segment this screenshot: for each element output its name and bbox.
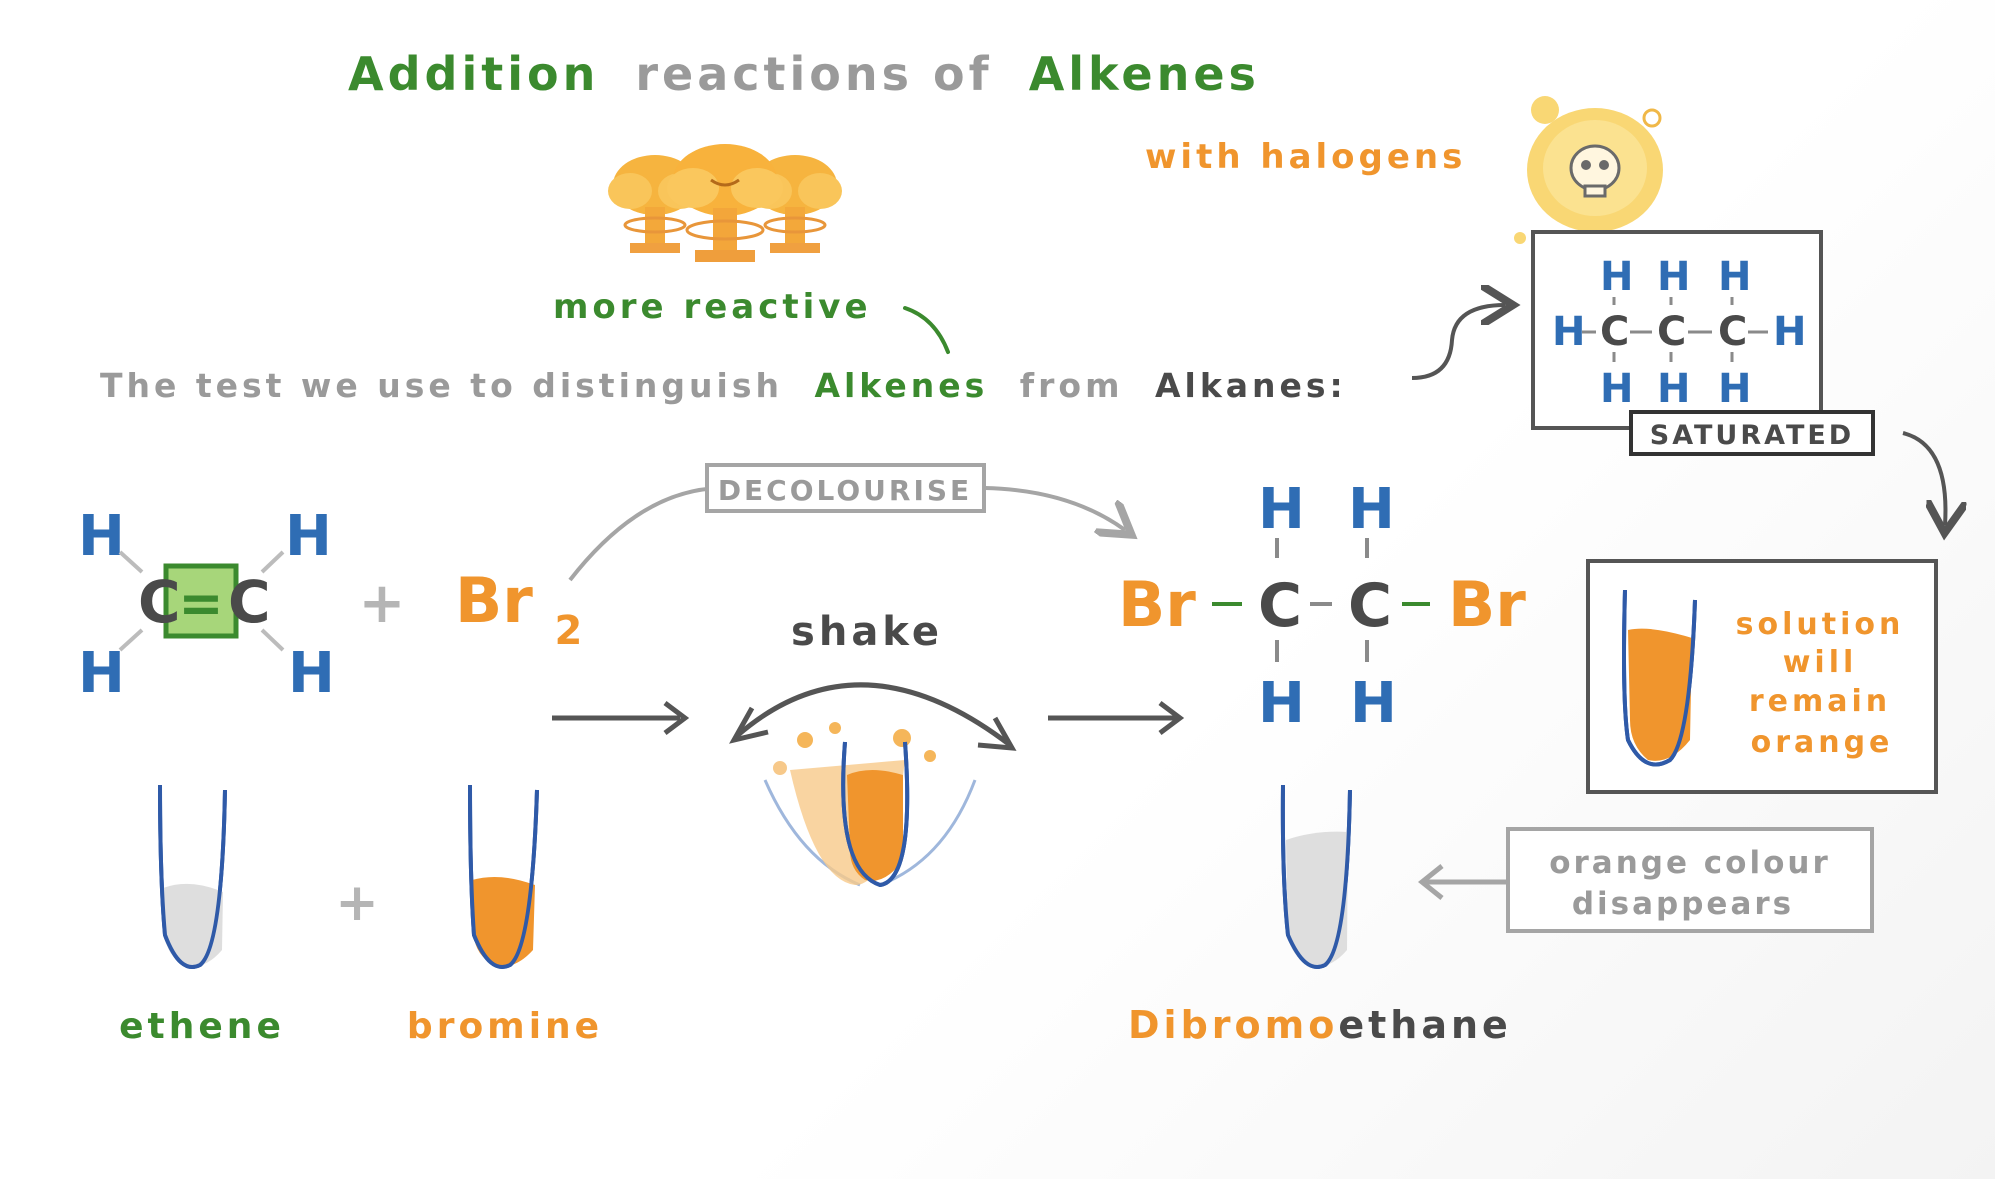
ethene-label: ethene — [119, 1006, 285, 1047]
more-reactive-arrow — [903, 306, 950, 354]
decolourise-label: DECOLOURISE — [718, 474, 972, 507]
product-br-right: Br — [1448, 568, 1526, 641]
solution-line-4: orange — [1751, 725, 1894, 760]
solution-box: solution will remain orange — [1586, 559, 1938, 794]
ethene-h-top-right: H — [285, 504, 332, 569]
plus-sign-bottom: + — [335, 873, 379, 933]
product-h-bottom-left: H — [1258, 671, 1305, 736]
alkane-h-left: H — [1552, 309, 1585, 355]
shake-label: shake — [791, 609, 943, 655]
alkane-h-right: H — [1773, 309, 1806, 355]
product-br-left: Br — [1118, 568, 1196, 641]
alkane-h-bottom-3: H — [1718, 366, 1751, 412]
product-bonds — [1212, 538, 1430, 662]
test-sentence-part1: The test we use to distinguish — [100, 366, 783, 405]
solution-line-3: remain — [1749, 684, 1891, 719]
test-sentence-alkanes: Alkanes: — [1155, 366, 1347, 405]
orange-disappears-arrowhead — [1417, 864, 1444, 900]
alkane-h-top-1: H — [1600, 254, 1633, 300]
bromine-test-tube-icon — [468, 784, 539, 969]
decolourise-arc-end — [984, 486, 1125, 530]
ethene-double-bond: = — [178, 572, 223, 635]
toxic-skull-cloud-icon — [1514, 96, 1663, 244]
ethene-c-right: C — [228, 568, 271, 636]
orange-disappears-box — [1506, 827, 1874, 933]
ethene-molecule: H H H H C C = — [78, 504, 335, 706]
product-h-top-left: H — [1258, 477, 1305, 542]
alkane-c-3: C — [1718, 309, 1747, 355]
product-c-right: C — [1348, 571, 1392, 641]
test-sentence-alkenes: Alkenes — [814, 366, 988, 405]
shake-arrowhead-left — [729, 706, 769, 744]
alkane-c-1: C — [1600, 309, 1629, 355]
to-alkane-arrow — [1411, 305, 1505, 380]
alkane-bonds — [1582, 297, 1768, 362]
plus-sign-top: + — [359, 571, 406, 636]
more-reactive-label: more reactive — [553, 287, 872, 327]
page-title: Addition reactions of Alkenes — [348, 47, 1260, 101]
decolourise-arc — [568, 486, 721, 582]
shake-arrowhead-right — [977, 716, 1017, 751]
saturated-badge: SATURATED — [1650, 420, 1854, 451]
explosion-clouds-icon — [608, 144, 842, 262]
alkane-structure-box: H H H H H H H H C C C SATURATED — [1531, 230, 1875, 456]
dibromoethane-label-suffix: ethane — [1338, 1003, 1511, 1047]
ethene-test-tube-icon — [158, 784, 227, 969]
bromine-formula: Br 2 — [455, 564, 582, 654]
bromine-label: bromine — [407, 1006, 603, 1047]
orange-disappears-line-1: orange colour — [1549, 845, 1831, 881]
alkane-h-bottom-2: H — [1657, 366, 1690, 412]
solution-line-1: solution — [1736, 607, 1905, 642]
product-c-left: C — [1258, 571, 1302, 641]
with-halogens-label: with halogens — [1145, 137, 1466, 177]
test-sentence-from: from — [1020, 366, 1124, 405]
ethene-c-left: C — [138, 568, 181, 636]
alkane-h-bottom-1: H — [1600, 366, 1633, 412]
dibromoethane-molecule: H H H H Br Br C C — [1118, 477, 1526, 736]
product-h-top-right: H — [1348, 477, 1395, 542]
title-reactions-of: reactions of — [635, 47, 992, 101]
ethene-bonds — [118, 550, 285, 652]
title-alkenes: Alkenes — [1029, 47, 1260, 101]
alkane-c-2: C — [1657, 309, 1686, 355]
dibromoethane-label: Dibromoethane — [1128, 1003, 1512, 1047]
solution-line-2: will — [1783, 645, 1858, 680]
alkane-h-top-2: H — [1657, 254, 1690, 300]
ethene-h-top-left: H — [78, 504, 125, 569]
test-sentence: The test we use to distinguish Alkenes f… — [100, 366, 1347, 405]
dibromoethane-label-prefix: Dibromo — [1128, 1003, 1338, 1047]
reaction-arrowhead-right — [1158, 701, 1185, 735]
title-addition: Addition — [348, 47, 599, 101]
shaking-tubes-icon — [763, 722, 977, 888]
dibromoethane-test-tube-icon — [1280, 784, 1352, 969]
orange-disappears-line-2: disappears — [1572, 886, 1794, 922]
reaction-arrowhead-left — [663, 701, 690, 735]
alkane-h-top-3: H — [1718, 254, 1751, 300]
bromine-subscript: 2 — [554, 608, 582, 654]
to-solution-arrow — [1902, 431, 1945, 525]
product-h-bottom-right: H — [1350, 671, 1397, 736]
ethene-h-bottom-right: H — [288, 641, 335, 706]
bromine-symbol: Br — [455, 564, 533, 637]
shake-arc-arrow — [736, 682, 1012, 747]
ethene-h-bottom-left: H — [78, 641, 125, 706]
